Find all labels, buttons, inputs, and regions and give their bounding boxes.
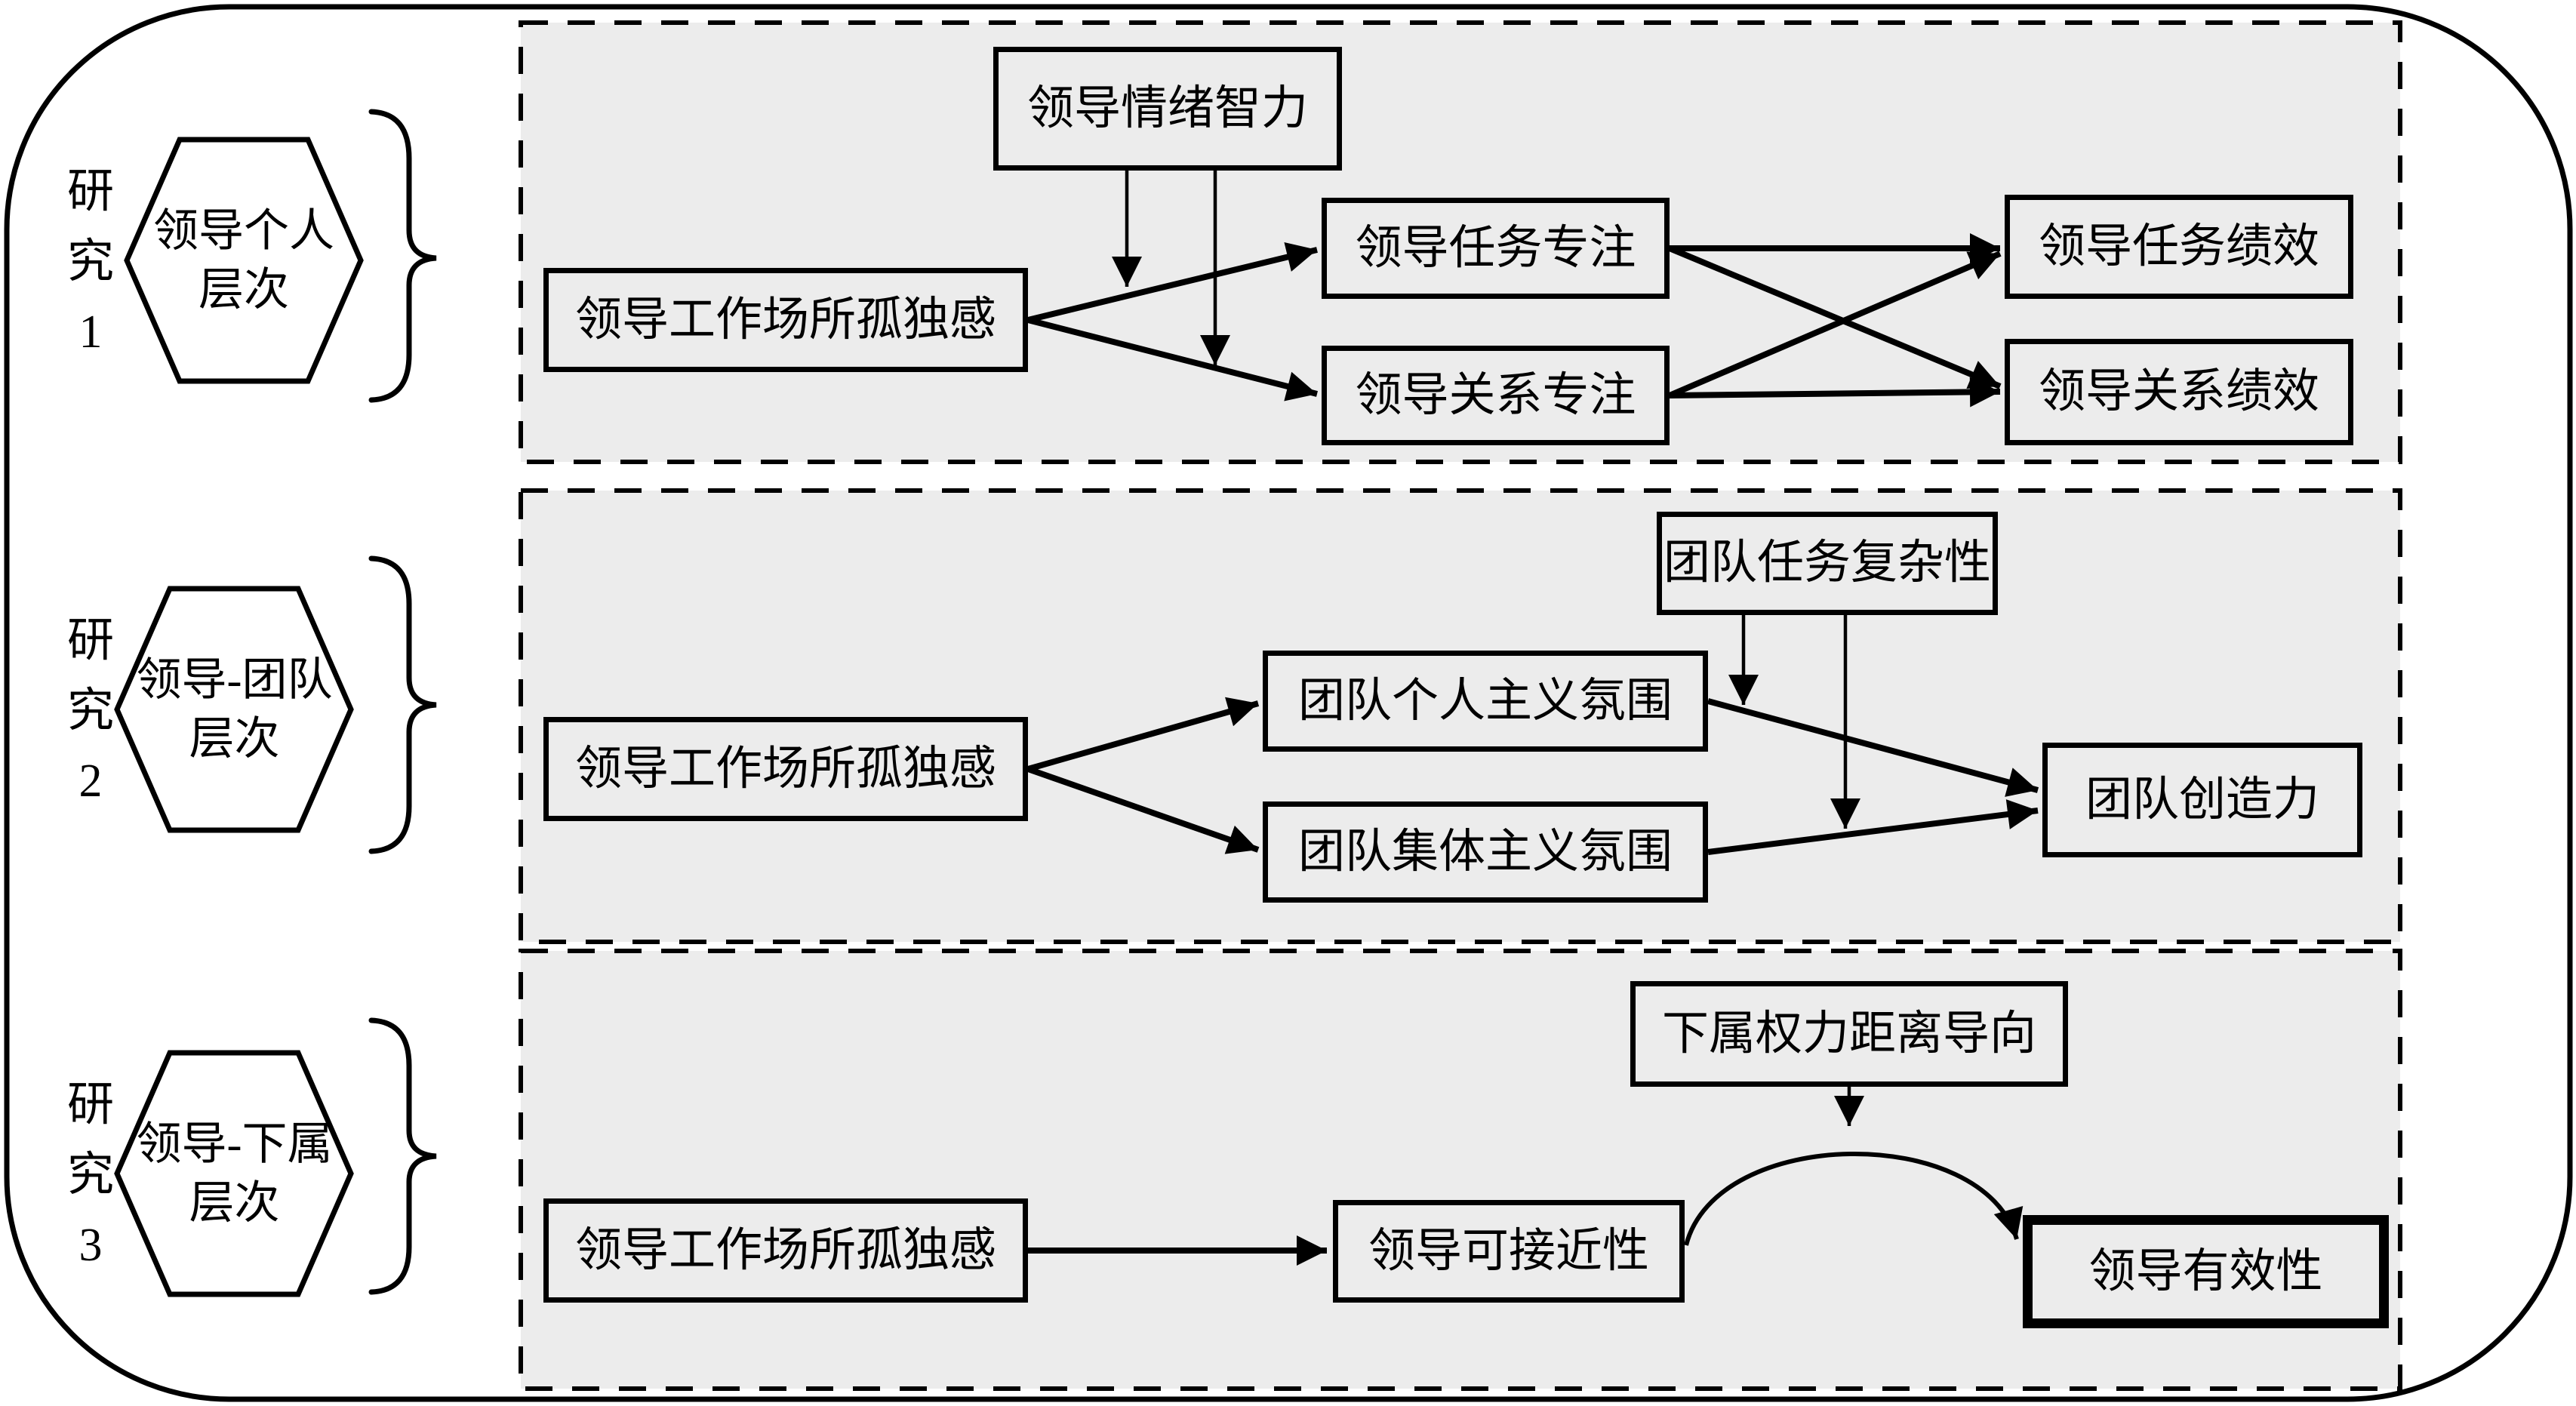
node-s3-approachability: 领导可接近性 xyxy=(1333,1200,1685,1303)
study2-level-label: 领导-团队 层次 xyxy=(119,630,349,789)
node-s2-workplace-loneliness: 领导工作场所孤独感 xyxy=(543,717,1028,821)
node-s3-leader-effectiveness: 领导有效性 xyxy=(2023,1215,2389,1328)
study1-number-label: 研 究 1 xyxy=(66,166,114,358)
study1-level-line1: 领导个人 xyxy=(153,206,334,256)
node-s1-task-performance: 领导任务绩效 xyxy=(2005,195,2353,299)
study3-level-line2: 层次 xyxy=(189,1178,280,1228)
study3-level-line1: 领导-下属 xyxy=(136,1119,333,1169)
node-s1-emotional-intelligence: 领导情绪智力 xyxy=(993,47,1342,171)
node-s2-team-creativity: 团队创造力 xyxy=(2042,743,2362,857)
hexagon-study1-level xyxy=(124,137,364,384)
arrow-s2-collectivism-to-creativity xyxy=(1707,799,2039,855)
arrow-s1-loneliness-to-taskfocus xyxy=(1027,242,1318,323)
brace-study2 xyxy=(368,555,437,854)
arrow-s1-relationfocus-to-taskperf xyxy=(1668,251,2002,398)
arrow-s2-individualism-to-creativity xyxy=(1707,698,2039,797)
study2-level-line1: 领导-团队 xyxy=(136,655,333,705)
study3-level-label: 领导-下属 层次 xyxy=(119,1094,349,1253)
node-s1-task-focus: 领导任务专注 xyxy=(1322,198,1670,299)
node-s3-workplace-loneliness: 领导工作场所孤独感 xyxy=(543,1198,1028,1303)
study1-level-label: 领导个人 层次 xyxy=(131,181,357,340)
node-s1-relation-performance: 领导关系绩效 xyxy=(2005,339,2353,445)
hexagon-study3-level xyxy=(114,1050,354,1297)
study2-number-label: 研 究 2 xyxy=(66,615,114,807)
arrow-s2-loneliness-to-individualism xyxy=(1026,697,1260,772)
node-s2-task-complexity: 团队任务复杂性 xyxy=(1657,512,1998,615)
hexagon-study2-level xyxy=(114,586,354,833)
brace-study1 xyxy=(368,109,437,403)
arrow-s1-taskfocus-to-relationperf xyxy=(1668,245,2002,389)
node-s3-power-distance: 下属权力距离导向 xyxy=(1630,981,2068,1087)
node-s2-collectivism-climate: 团队集体主义氛围 xyxy=(1263,801,1708,903)
arrow-s1-relationfocus-to-relationperf xyxy=(1669,377,2001,408)
node-s1-relation-focus: 领导关系专注 xyxy=(1322,346,1670,445)
arrow-s1-loneliness-to-relationfocus xyxy=(1027,317,1318,401)
study1-level-line2: 层次 xyxy=(199,265,289,315)
arrow-s3-approachability-to-effectiveness-arc xyxy=(1684,1151,2024,1246)
node-s1-workplace-loneliness: 领导工作场所孤独感 xyxy=(543,268,1028,372)
study3-number-label: 研 究 3 xyxy=(66,1079,114,1271)
node-s2-individualism-climate: 团队个人主义氛围 xyxy=(1263,651,1708,752)
arrow-s2-loneliness-to-collectivism xyxy=(1026,766,1260,854)
outer-frame xyxy=(4,4,2573,1402)
study2-level-line2: 层次 xyxy=(189,714,280,764)
brace-study3 xyxy=(368,1017,437,1295)
